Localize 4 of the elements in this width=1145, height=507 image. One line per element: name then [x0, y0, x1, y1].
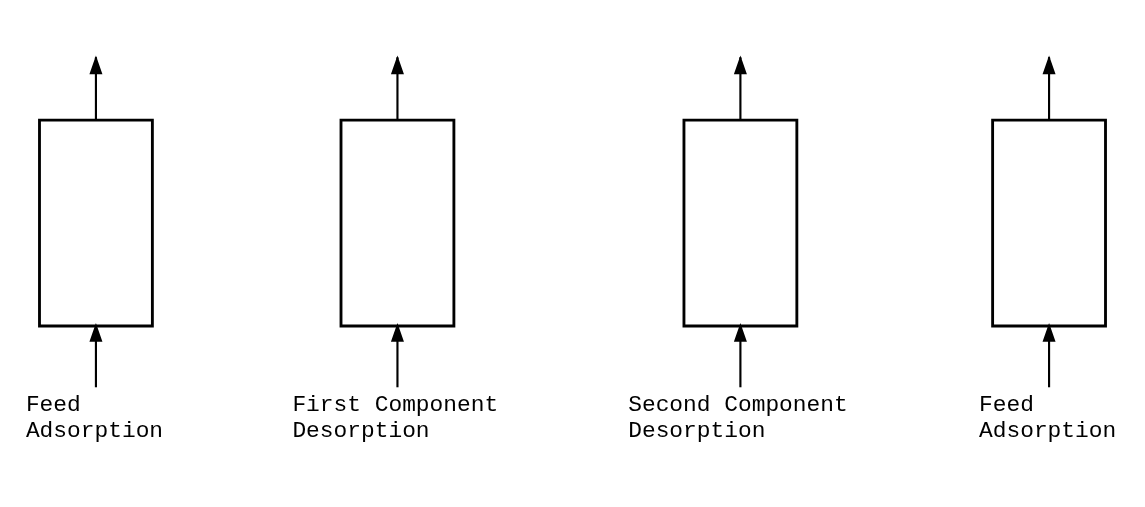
node-text: Feed Adsorption — [25, 391, 164, 444]
node-text: Feed Adsorption — [979, 391, 1117, 444]
node-text: First Component Desorption — [292, 391, 499, 444]
node-text: Second Component Desorption — [628, 391, 848, 444]
